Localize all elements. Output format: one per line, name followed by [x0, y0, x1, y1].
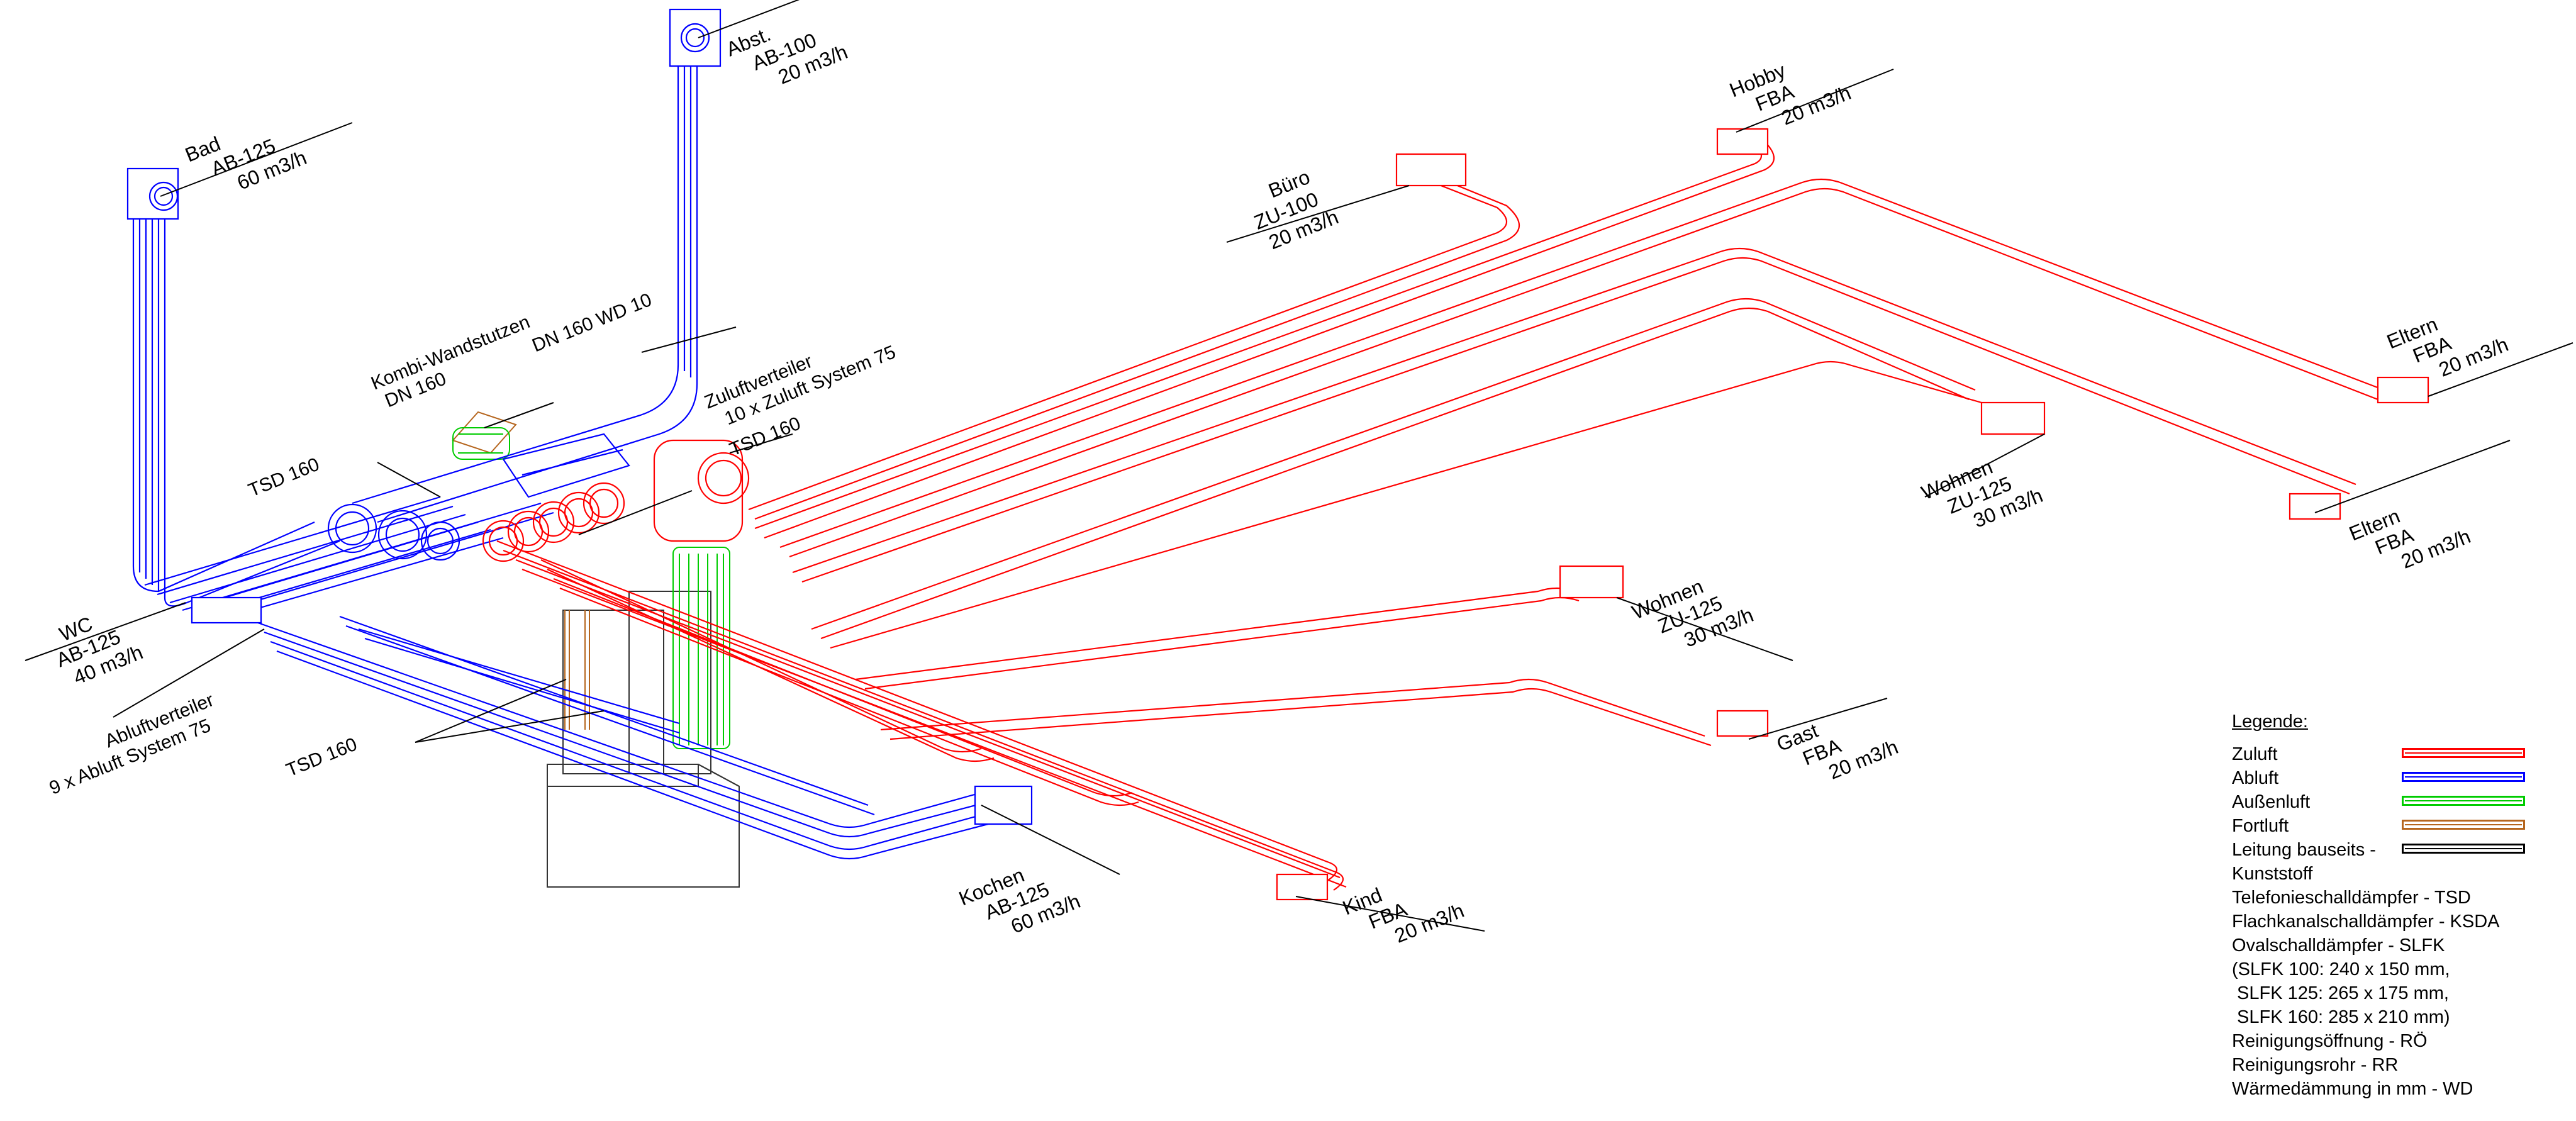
legend-item-fortluft: Fortluft [2232, 814, 2572, 838]
legend-note-rr: Reinigungsrohr - RR [2232, 1055, 2399, 1075]
legend-label-abluft: Abluft [2232, 768, 2279, 788]
legend-note-slfk100: (SLFK 100: 240 x 150 mm, [2232, 959, 2450, 979]
zuluft-ducts [482, 128, 2429, 901]
legend-note-ro: Reinigungsöffnung - RÖ [2232, 1031, 2428, 1051]
zuluft-swatch [2402, 748, 2525, 758]
tsd-bottom-label: TSD 160 [283, 734, 360, 781]
leitung-swatch [2402, 844, 2525, 854]
kombi-insulation: DN 160 WD 10 [529, 289, 654, 356]
legend-note-ksda: Flachkanalschalldämpfer - KSDA [2232, 912, 2500, 932]
legend-note-slfk125: SLFK 125: 265 x 175 mm, [2232, 983, 2449, 1003]
label-leaders [25, 0, 2573, 932]
legend-item-leitung: Leitung bauseits - [2232, 838, 2572, 862]
abluft-ducts [126, 8, 1033, 860]
component-labels: Kombi-Wandstutzen DN 160 DN 160 WD 10 Zu… [47, 289, 899, 799]
room-labels: Bad AB-125 60 m3/h Abst. AB-100 20 m3/h … [53, 23, 2511, 947]
aussenluft-swatch [2402, 796, 2525, 806]
legend-note-kunststoff: Kunststoff [2232, 864, 2313, 884]
kombi-name: Kombi-Wandstutzen [368, 311, 533, 394]
tsd-left-label: TSD 160 [245, 454, 322, 501]
fortluft-swatch [2402, 820, 2525, 830]
ventilation-unit [547, 591, 740, 888]
legend-label-aussenluft: Außenluft [2232, 792, 2311, 812]
legend: Legende: Zuluft Abluft Außenluft Fortluf… [2232, 710, 2572, 1101]
aussenluft-ducts [452, 427, 730, 749]
legend-item-aussenluft: Außenluft [2232, 790, 2572, 814]
abluft-swatch [2402, 772, 2525, 782]
fortluft-ducts [452, 411, 590, 730]
legend-note-slfk160: SLFK 160: 285 x 210 mm) [2232, 1007, 2450, 1027]
legend-item-abluft: Abluft [2232, 766, 2572, 790]
legend-note-slfk: Ovalschalldämpfer - SLFK [2232, 935, 2445, 956]
legend-label-zuluft: Zuluft [2232, 744, 2278, 764]
legend-label-fortluft: Fortluft [2232, 816, 2289, 836]
legend-title: Legende: [2232, 711, 2308, 732]
legend-note-wd: Wärmedämmung in mm - WD [2232, 1079, 2473, 1099]
legend-label-leitung: Leitung bauseits - [2232, 840, 2376, 860]
legend-item-zuluft: Zuluft [2232, 742, 2572, 766]
legend-note-tsd: Telefonieschalldämpfer - TSD [2232, 888, 2471, 908]
